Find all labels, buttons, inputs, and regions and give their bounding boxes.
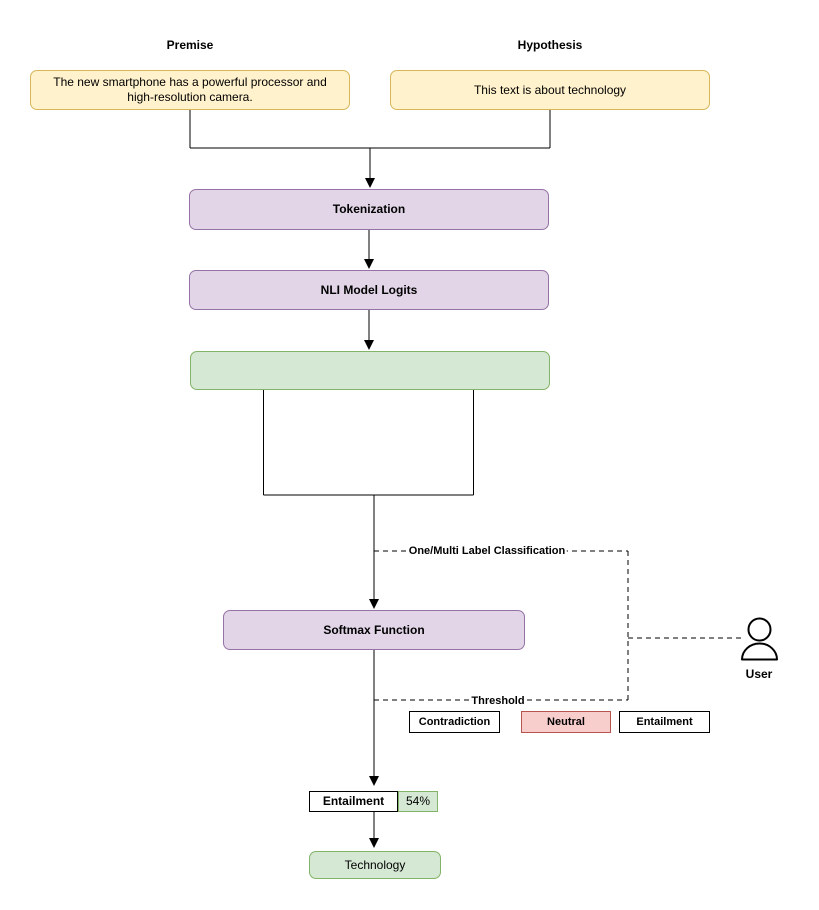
threshold-label: Threshold [469, 695, 527, 707]
tokenization-node: Tokenization [189, 189, 549, 230]
arrowhead [369, 599, 379, 609]
hypothesis-node: This text is about technology [390, 70, 710, 110]
premise-node: The new smartphone has a powerful proces… [30, 70, 350, 110]
user-icon [741, 617, 778, 661]
logit-entailment: Entailment [619, 711, 710, 733]
user-label: User [745, 667, 773, 681]
technology-node: Technology [309, 851, 441, 879]
hypothesis-title: Hypothesis [517, 38, 583, 52]
arrowhead [369, 776, 379, 786]
arrowhead [364, 259, 374, 269]
result-score-node: 54% [398, 791, 438, 812]
one-multi-label: One/Multi Label Classification [406, 545, 568, 557]
softmax-node: Softmax Function [223, 610, 525, 650]
arrowhead [369, 838, 379, 848]
logit-neutral: Neutral [521, 711, 611, 733]
arrowhead [364, 340, 374, 350]
result-label-node: Entailment [309, 791, 398, 812]
logits-container: Contradiction Neutral Entailment [190, 351, 710, 733]
premise-title: Premise [166, 38, 214, 52]
arrowhead [365, 178, 375, 188]
logit-contradiction: Contradiction [409, 711, 500, 733]
nli-logits-node: NLI Model Logits [189, 270, 549, 310]
